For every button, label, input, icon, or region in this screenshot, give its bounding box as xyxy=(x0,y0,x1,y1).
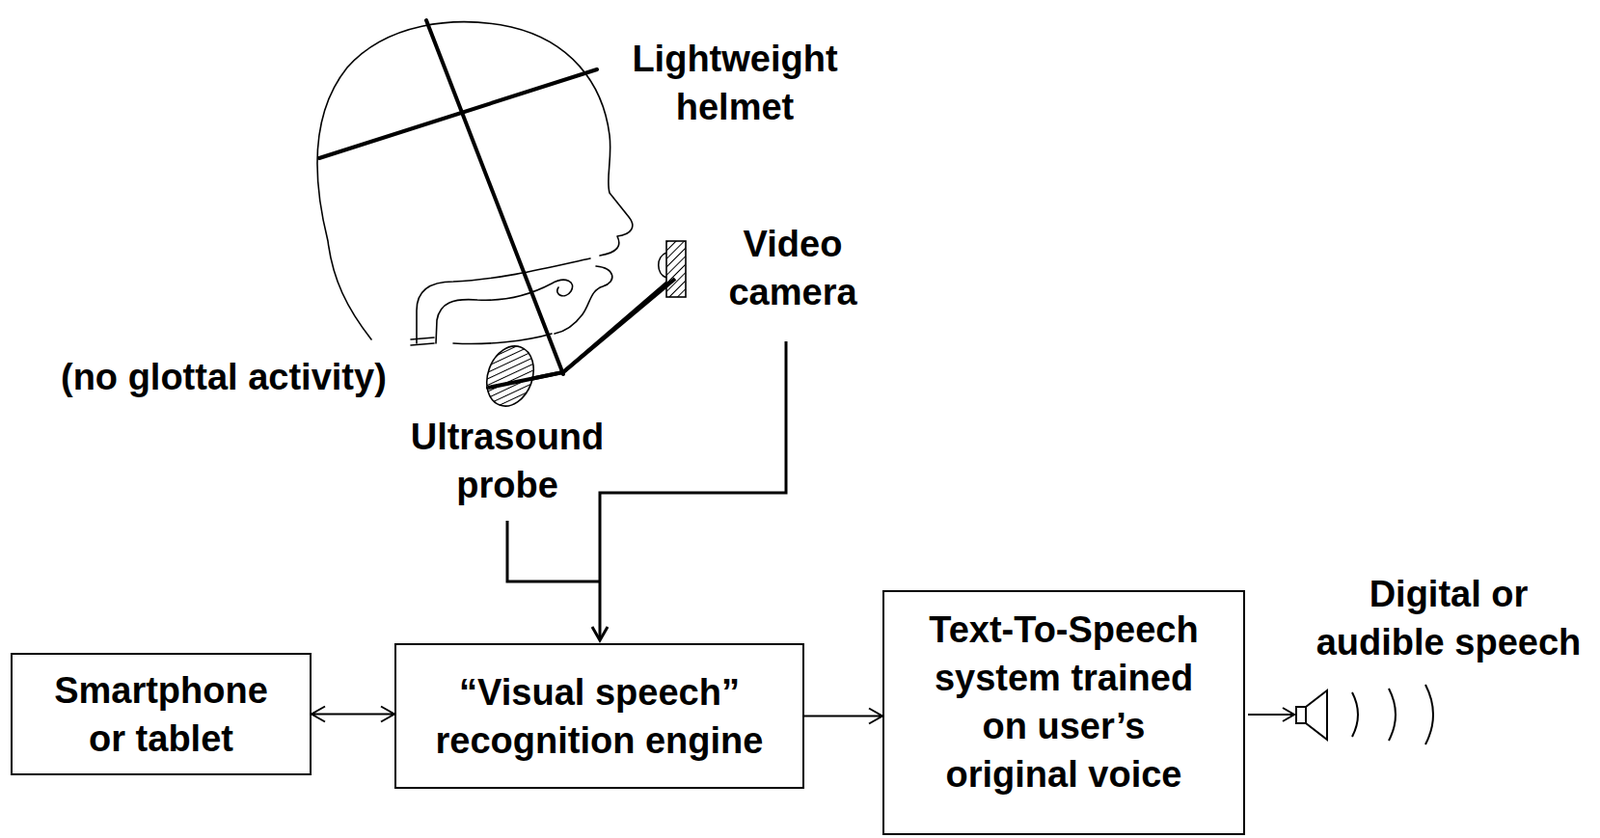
process-box: Text-To-Speech system trained on user’s … xyxy=(882,590,1246,836)
tongue xyxy=(435,279,573,344)
glottis-mark xyxy=(410,337,434,346)
process-box: “Visual speech” recognition engine xyxy=(394,643,805,789)
part-label: Lightweight helmet xyxy=(614,34,856,132)
box-label: Text-To-Speech system trained on user’s … xyxy=(919,605,1209,799)
jaw xyxy=(453,333,552,345)
probe-camera-arm xyxy=(488,372,564,388)
part-label: (no glottal activity) xyxy=(60,352,466,402)
signal-line xyxy=(599,341,787,639)
arrow-head xyxy=(1282,707,1295,722)
box-label: “Visual speech” recognition engine xyxy=(431,668,769,765)
camera-lens xyxy=(658,252,667,278)
signal-line xyxy=(507,520,600,582)
output-arrow xyxy=(1247,713,1295,716)
sound-wave xyxy=(1425,684,1434,745)
flow-arrow xyxy=(311,706,395,723)
helmet-strap xyxy=(426,20,564,375)
box-label: Smartphone or tablet xyxy=(45,666,277,763)
palate xyxy=(416,258,591,344)
flow-arrow xyxy=(804,708,883,725)
speaker-cone xyxy=(1305,690,1328,740)
head-outline xyxy=(317,22,633,340)
lower-lip-chin xyxy=(554,266,613,334)
ultrasound-probe xyxy=(478,339,542,413)
sound-wave xyxy=(1388,688,1396,741)
speaker-body xyxy=(1296,706,1306,724)
part-label: Video camera xyxy=(715,219,870,317)
part-label: Digital or audible speech xyxy=(1308,569,1589,667)
arrow-head xyxy=(592,626,608,641)
probe-camera-arm xyxy=(563,278,676,373)
part-label: Ultrasound probe xyxy=(396,412,619,510)
process-box: Smartphone or tablet xyxy=(10,652,312,776)
sound-wave xyxy=(1352,692,1358,737)
video-camera xyxy=(666,241,686,298)
helmet-strap xyxy=(319,69,597,159)
